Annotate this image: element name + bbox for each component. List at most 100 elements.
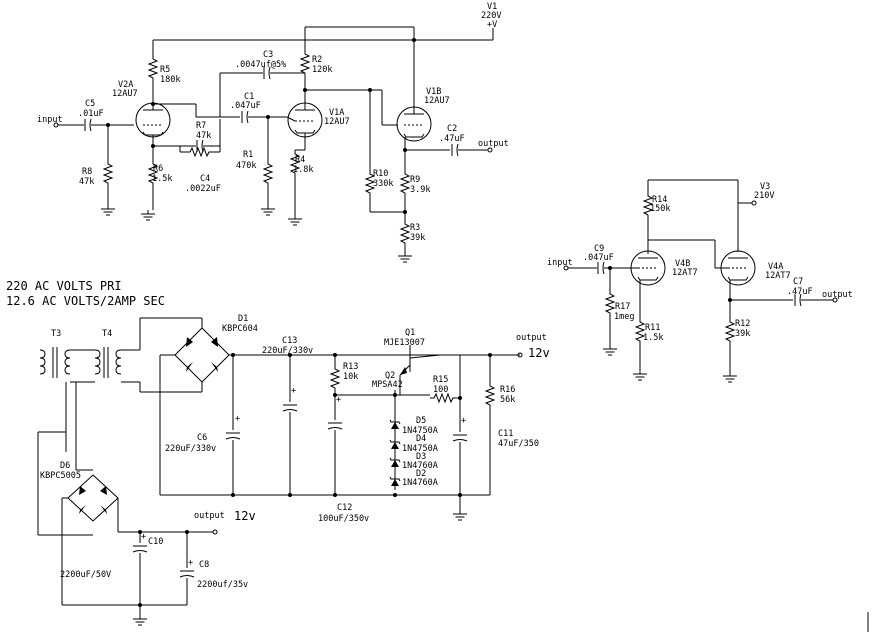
d5-label: D5 — [416, 416, 426, 426]
c1-value: .047uF — [230, 101, 261, 111]
c8-label: C8 — [199, 560, 209, 570]
r14-value: 150k — [650, 204, 670, 214]
preamp-circuit — [53, 26, 494, 263]
svg-text:+: + — [336, 395, 341, 405]
r2-value: 120k — [312, 65, 332, 75]
d1-label: D1 — [238, 314, 248, 324]
r5-value: 180k — [160, 75, 180, 85]
r4-label: R4 — [295, 155, 305, 165]
r8-value: 47k — [79, 177, 94, 187]
svg-text:+: + — [235, 414, 240, 424]
c11-label: C11 — [498, 429, 513, 439]
v4a-label: V4A — [768, 262, 783, 272]
c10-value: 2200uF/50V — [60, 570, 111, 580]
svg-text:+: + — [461, 416, 466, 426]
r7-value: 47k — [196, 131, 211, 141]
c10-label: C10 — [148, 537, 163, 547]
r11-label: R11 — [645, 323, 660, 333]
output1-label: output — [478, 139, 509, 149]
q2-value: MPSA42 — [372, 380, 403, 390]
r13-value: 10k — [343, 372, 358, 382]
c11-value: 47uF/350 — [498, 439, 539, 449]
r16-label: R16 — [500, 385, 515, 395]
input1-label: input — [37, 115, 63, 125]
d2-value: 1N4760A — [402, 478, 438, 488]
c4-value: .0022uF — [185, 184, 221, 194]
v3-value: 210V — [754, 191, 774, 201]
right-stage-circuit — [563, 179, 838, 383]
out-low-label: output — [194, 511, 225, 521]
c6-value: 220uF/330v — [165, 444, 216, 454]
v3-label: V3 — [760, 182, 770, 192]
out-low-voltage: 12v — [234, 509, 256, 523]
c7-label: C7 — [793, 277, 803, 287]
c12-value: 100uF/350v — [318, 514, 369, 524]
c9-label: C9 — [594, 244, 604, 254]
r16-value: 56k — [500, 395, 515, 405]
r12-label: R12 — [735, 319, 750, 329]
svg-text:+: + — [141, 532, 146, 542]
power-supply-circuit: + + + + — [37, 317, 869, 632]
r10-value: 330k — [373, 179, 393, 189]
c7-value: .47uF — [787, 287, 813, 297]
r14-label: R14 — [652, 195, 667, 205]
v4a-type: 12AT7 — [765, 271, 791, 281]
r15-label: R15 — [433, 375, 448, 385]
v2a-label: V2A — [118, 80, 133, 90]
c2-label: C2 — [447, 124, 457, 134]
r1-value: 470k — [236, 161, 256, 171]
q1-label: Q1 — [405, 328, 415, 338]
t3-label: T3 — [51, 329, 61, 339]
c1-label: C1 — [244, 92, 254, 102]
c13-value: 220uF/330v — [262, 346, 313, 356]
q2-label: Q2 — [385, 371, 395, 381]
d1-value: KBPC604 — [222, 324, 258, 334]
v1-value: 220V — [481, 11, 501, 21]
r11-value: 1.5k — [643, 333, 663, 343]
out-top-label: output — [516, 333, 547, 343]
output2-label: output — [822, 290, 853, 300]
t4-label: T4 — [102, 329, 112, 339]
r15-value: 100 — [433, 385, 448, 395]
input2-label: input — [547, 258, 573, 268]
d4-label: D4 — [416, 434, 426, 444]
d3-label: D3 — [416, 452, 426, 462]
d3-value: 1N4760A — [402, 461, 438, 471]
d6-value: KBPC5005 — [40, 471, 81, 481]
c9-value: .047uF — [583, 253, 614, 263]
header-line1: 220 AC VOLTS PRI — [6, 279, 122, 293]
v1a-type: 12AU7 — [324, 117, 350, 127]
r6-label: R6 — [153, 164, 163, 174]
d4-value: 1N4750A — [402, 444, 438, 454]
r2-label: R2 — [312, 55, 322, 65]
r17-value: 1meg — [614, 312, 634, 322]
svg-text:+: + — [188, 558, 193, 568]
c5-label: C5 — [85, 99, 95, 109]
c2-value: .47uF — [439, 134, 465, 144]
r3-label: R3 — [410, 223, 420, 233]
r10-label: R10 — [373, 169, 388, 179]
c13-label: C13 — [282, 336, 297, 346]
v2a-type: 12AU7 — [112, 89, 138, 99]
c3-label: C3 — [263, 50, 273, 60]
c12-label: C12 — [337, 503, 352, 513]
v1b-type: 12AU7 — [424, 96, 450, 106]
c5-value: .01uF — [78, 109, 104, 119]
c4-label: C4 — [200, 174, 210, 184]
r12-value: 39k — [735, 329, 750, 339]
transformers — [39, 347, 140, 383]
labels: 220 AC VOLTS PRI 12.6 AC VOLTS/2AMP SEC … — [6, 2, 853, 590]
v4b-label: V4B — [675, 259, 690, 269]
v4b-type: 12AT7 — [672, 268, 698, 278]
r9-value: 3.9k — [410, 185, 430, 195]
v1b-label: V1B — [426, 87, 441, 97]
d6-label: D6 — [60, 461, 70, 471]
r5-label: R5 — [160, 65, 170, 75]
v1a-label: V1A — [329, 108, 344, 118]
out-top-voltage: 12v — [528, 346, 550, 360]
r6-value: 1.5k — [152, 174, 172, 184]
r8-label: R8 — [82, 167, 92, 177]
r13-label: R13 — [343, 362, 358, 372]
q1-value: MJE13007 — [384, 338, 425, 348]
